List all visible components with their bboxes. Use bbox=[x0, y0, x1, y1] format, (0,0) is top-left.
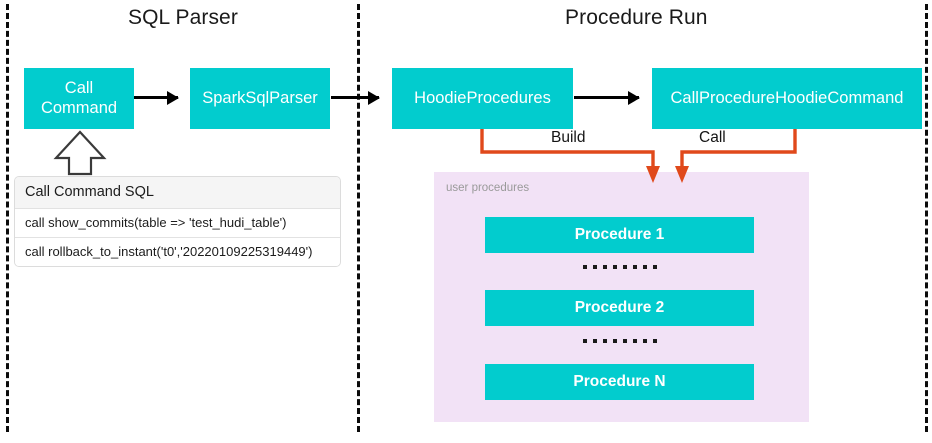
node-call-command-line1: Call bbox=[64, 79, 94, 98]
connector-label-call: Call bbox=[694, 129, 731, 147]
node-call-procedure-hoodie-command[interactable]: CallProcedureHoodieCommand bbox=[652, 68, 922, 129]
block-arrow-up-icon bbox=[53, 130, 107, 176]
section-title-procedure-run: Procedure Run bbox=[565, 6, 708, 29]
sql-card-header: Call Command SQL bbox=[15, 177, 340, 209]
node-spark-sql-parser[interactable]: SparkSqlParser bbox=[190, 68, 330, 129]
sql-row: call show_commits(table => 'test_hudi_ta… bbox=[15, 209, 340, 238]
procedure-item[interactable]: Procedure 2 bbox=[485, 290, 754, 326]
section-divider-left bbox=[6, 4, 9, 432]
section-title-sql-parser: SQL Parser bbox=[128, 6, 238, 29]
node-call-command-line2: Command bbox=[40, 98, 118, 117]
section-divider-middle bbox=[357, 4, 360, 432]
call-command-sql-card: Call Command SQL call show_commits(table… bbox=[14, 176, 341, 267]
user-procedures-caption: user procedures bbox=[446, 182, 530, 194]
node-call-command[interactable]: Call Command bbox=[24, 68, 134, 129]
arrow-hoodie-procedures-to-call-procedure-hoodie-command bbox=[574, 90, 640, 105]
connector-label-build: Build bbox=[546, 129, 591, 147]
user-procedures-panel: user procedures Procedure 1 Procedure 2 … bbox=[434, 172, 809, 422]
procedure-item[interactable]: Procedure 1 bbox=[485, 217, 754, 253]
sql-row: call rollback_to_instant('t0','202201092… bbox=[15, 238, 340, 266]
procedure-item[interactable]: Procedure N bbox=[485, 364, 754, 400]
node-hoodie-procedures[interactable]: HoodieProcedures bbox=[392, 68, 573, 129]
section-divider-right bbox=[925, 4, 928, 432]
arrow-call-command-to-spark-sql-parser bbox=[134, 90, 179, 105]
arrow-spark-sql-parser-to-hoodie-procedures bbox=[331, 90, 380, 105]
ellipsis-dots bbox=[485, 336, 754, 346]
ellipsis-dots bbox=[485, 262, 754, 272]
